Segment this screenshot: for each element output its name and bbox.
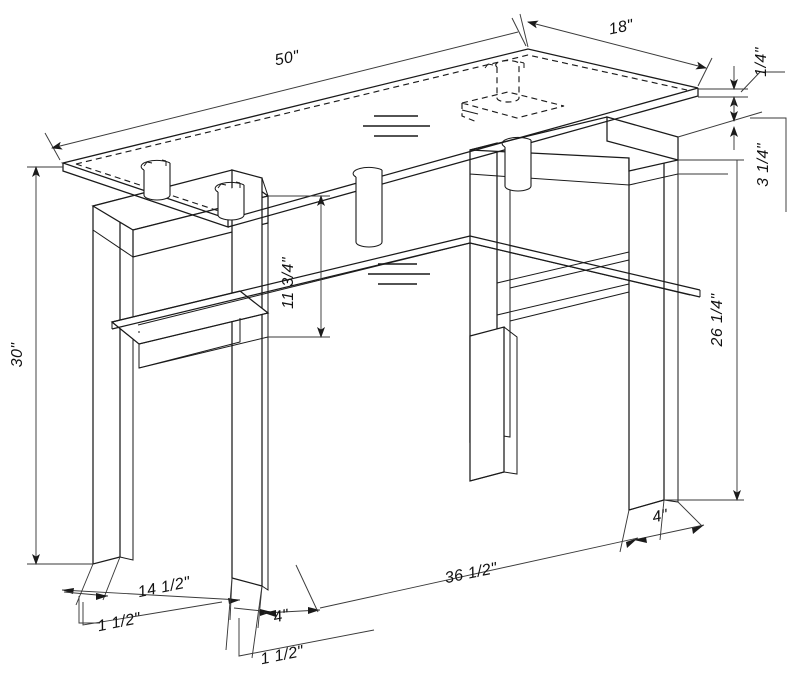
post-mark-plate: [484, 61, 525, 69]
post-mark-left-rear: [143, 159, 167, 167]
leg-rear-left: [92, 198, 134, 565]
cross-rail-right: [496, 283, 630, 322]
cross-rail-left: [138, 312, 269, 345]
leg-center-front: [469, 326, 518, 482]
hidden-mount-plate: [461, 59, 565, 123]
dimension-lines: [27, 13, 787, 659]
label-front-span: 36 1/2": [443, 560, 499, 587]
dim-leg-offset-left: [63, 591, 223, 626]
dim-top-depth: [519, 13, 713, 87]
standoff-post-right-rear: [352, 166, 383, 248]
glass-symbol-shelf: [368, 263, 430, 285]
dim-frame-height: [664, 159, 744, 501]
glass-shelf: [111, 235, 701, 333]
table-geometry: [60, 48, 701, 591]
post-mark-left-front: [217, 181, 241, 189]
shelf-support-right: [496, 251, 630, 289]
label-leg-offset-right: 1 1/2": [259, 643, 306, 669]
leg-front-left: [231, 169, 269, 591]
dim-top-length: [44, 17, 527, 161]
dim-shelf-clearance: [268, 195, 330, 338]
glass-symbol-top: [363, 115, 430, 137]
dim-leg-width-front: [263, 564, 321, 617]
dim-apron-height: [677, 98, 787, 212]
apron-right: [469, 116, 680, 186]
leg-front-right: [628, 147, 679, 511]
standoff-post-left-rear: [140, 159, 171, 201]
standoff-post-right-front: [501, 136, 532, 192]
dim-overall-height: [27, 166, 93, 565]
label-overall-height: 30": [9, 342, 26, 368]
label-apron-height: 3 1/4": [755, 142, 772, 187]
dim-glass-thickness: [698, 66, 785, 120]
label-glass-thickness: 1/4": [753, 46, 770, 76]
label-top-depth: 18": [607, 17, 635, 39]
dim-leg-offset-right: [225, 577, 375, 659]
label-shelf-clearance: 11 3/4": [280, 256, 297, 309]
dim-front-span: [319, 499, 665, 609]
label-leg-offset-left: 1 1/2": [96, 610, 143, 636]
label-top-length: 50": [273, 48, 301, 70]
label-leg-width-side: 4": [651, 507, 670, 527]
dim-leg-width-side: [633, 501, 705, 543]
label-frame-height: 26 1/4": [709, 293, 726, 348]
label-leg-width-front: 4": [272, 607, 291, 627]
